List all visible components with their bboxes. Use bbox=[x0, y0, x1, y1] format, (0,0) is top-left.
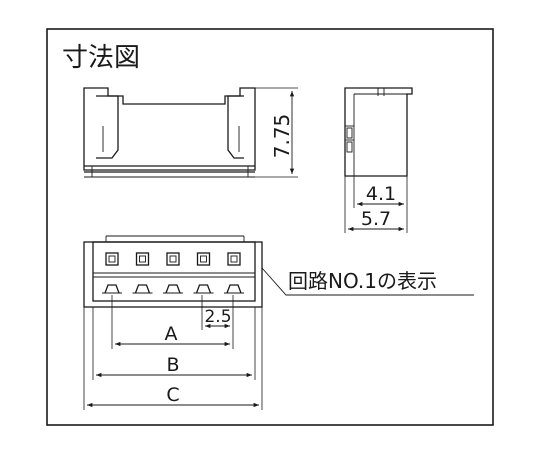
pin-contact bbox=[139, 255, 146, 263]
plan-view bbox=[83, 235, 263, 308]
drawing-frame bbox=[46, 28, 494, 426]
depth-dimensions: 4.1 5.7 bbox=[344, 176, 408, 233]
pin-contact bbox=[108, 255, 116, 263]
side-view bbox=[344, 87, 413, 177]
height-value: 7.75 bbox=[270, 114, 294, 159]
pin-cavity-square bbox=[166, 252, 180, 266]
pin-lance bbox=[104, 284, 120, 294]
dimension-b-label: B bbox=[166, 354, 179, 376]
callout-label: 回路NO.1の表示 bbox=[288, 269, 437, 293]
pin-cavity-square bbox=[135, 252, 150, 266]
drawing-title: 寸法図 bbox=[62, 43, 140, 73]
pin-lance bbox=[165, 284, 181, 294]
pin-lance bbox=[134, 284, 151, 294]
depth-outer-value: 5.7 bbox=[361, 208, 391, 230]
pitch-dimension: 2.5 bbox=[201, 295, 234, 330]
dimension-a: A bbox=[111, 295, 234, 349]
dimension-b: B bbox=[92, 307, 256, 380]
pin-contact bbox=[230, 255, 238, 263]
circuit-no1-callout: 回路NO.1の表示 bbox=[261, 267, 474, 296]
height-dimension: 7.75 bbox=[240, 87, 298, 178]
dimension-c: C bbox=[83, 307, 263, 410]
pin-contact bbox=[200, 255, 207, 263]
pin-contact bbox=[169, 255, 177, 263]
dimension-c-label: C bbox=[166, 384, 179, 406]
pin-row bbox=[102, 252, 244, 294]
pitch-value: 2.5 bbox=[204, 307, 231, 327]
pin-cavity-square bbox=[105, 252, 119, 266]
front-view bbox=[83, 87, 256, 178]
pin-lance bbox=[226, 284, 242, 294]
pin-lance bbox=[195, 284, 212, 294]
depth-inner-value: 4.1 bbox=[366, 183, 396, 205]
dimension-a-label: A bbox=[165, 323, 178, 345]
pin-cavity-square bbox=[227, 252, 241, 266]
pin-cavity-square bbox=[196, 252, 211, 266]
